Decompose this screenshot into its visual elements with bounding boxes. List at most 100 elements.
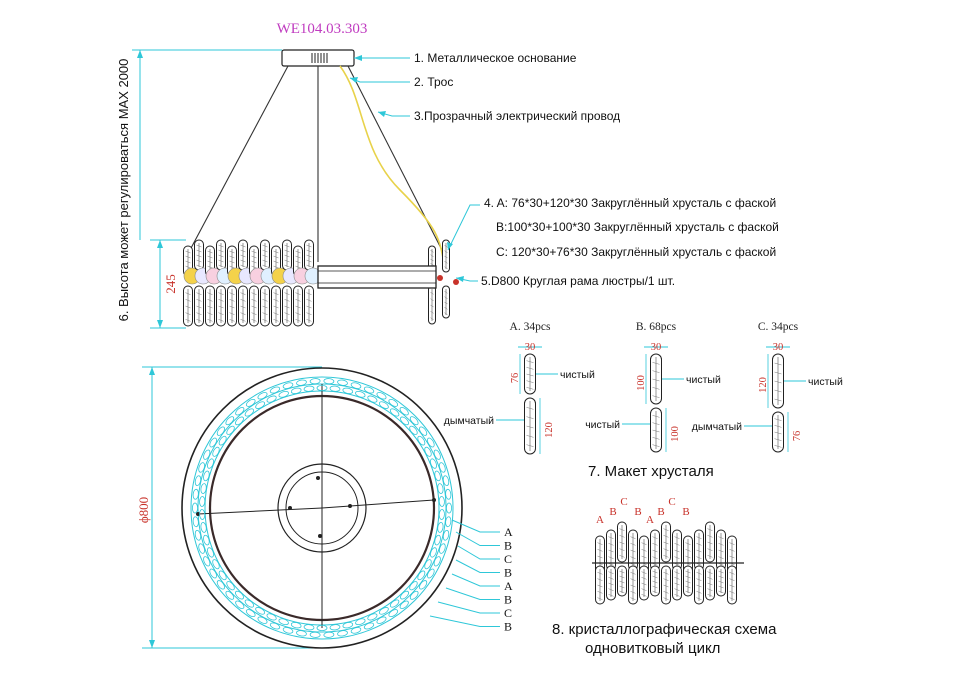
chain-link: [257, 616, 268, 624]
schema-crystal-bottom: [606, 565, 616, 601]
chain-link: [378, 607, 389, 615]
chain-link: [363, 386, 375, 394]
max-height-dimension: [132, 49, 282, 240]
chain-link: [433, 449, 441, 460]
crystal-bottom: [772, 411, 784, 453]
dia-arrow-bottom: [149, 640, 155, 648]
chain-link: [350, 382, 362, 389]
chain-link: [225, 416, 235, 426]
ring-top-view: [181, 367, 463, 649]
schema-label: C: [620, 496, 627, 508]
base-grille: [311, 53, 328, 63]
chain-link: [438, 496, 445, 507]
chain-link: [446, 502, 453, 514]
chain-link: [424, 559, 432, 570]
height-dimension: [150, 239, 186, 329]
crystal-pendant: [304, 285, 314, 327]
chain-link: [194, 529, 202, 541]
chain-link: [303, 624, 315, 631]
chain-link: [376, 392, 387, 400]
chain-link: [323, 631, 335, 638]
chain-link: [203, 534, 210, 546]
crystal-tint-label: чистый: [808, 376, 843, 388]
schema-crystal-bottom: [595, 565, 605, 605]
schema-crystal-top: [650, 529, 660, 571]
chain-link: [266, 613, 277, 621]
chain-link: [309, 378, 321, 385]
chain-link: [430, 547, 437, 558]
chain-link: [409, 590, 419, 600]
ring-crystal-chain: [191, 378, 453, 638]
crystal-pendant: [260, 285, 270, 327]
red-dot: [437, 275, 443, 281]
schema-crystal-bottom: [672, 565, 682, 601]
schema-crystal-bottom: [650, 565, 660, 597]
chain-link: [400, 416, 409, 426]
ring-label: C: [504, 606, 512, 620]
dim-value: 30: [525, 342, 536, 353]
schema-label: A: [596, 514, 604, 526]
ring-label: B: [504, 620, 512, 634]
chain-link: [257, 392, 268, 400]
chain-link: [226, 581, 235, 591]
chain-link: [417, 435, 426, 446]
dim-arrow-top: [157, 240, 163, 248]
crystal-title: B. 68pcs: [636, 321, 677, 333]
chain-link: [244, 408, 255, 417]
chain-link: [329, 385, 341, 392]
ring-label-leaders: [429, 519, 500, 627]
chain-link: [269, 386, 281, 394]
schema-crystal-top: [705, 521, 715, 563]
chain-link: [235, 416, 244, 426]
ring-label: C: [504, 552, 512, 566]
crystal-pendant: [227, 285, 237, 327]
chain-link: [192, 488, 199, 500]
crystal-tint-label: дымчатый: [444, 415, 494, 427]
chain-link: [235, 407, 245, 416]
crystal-top: [650, 353, 662, 405]
chain-link: [282, 382, 294, 389]
dim-arrow-bottom: [157, 320, 163, 328]
crystal-bottom: [650, 407, 662, 453]
callout-2: 2. Трос: [414, 75, 454, 89]
chain-link: [409, 416, 419, 426]
chain-link: [419, 580, 428, 590]
chain-link: [430, 458, 437, 469]
chain-link: [363, 622, 375, 630]
callout-8-line1: 8. кристаллографическая схема: [552, 621, 777, 638]
dim-value: 30: [773, 342, 784, 353]
chain-link: [212, 559, 220, 570]
chain-link: [437, 483, 444, 494]
chain-link: [255, 401, 266, 409]
chain-link: [199, 496, 206, 507]
dia-arrow-top: [149, 367, 155, 375]
chain-link: [437, 522, 444, 533]
chain-link: [439, 462, 446, 473]
chain-link: [389, 408, 400, 417]
crystal-pendant: [183, 285, 193, 327]
red-dot: [453, 279, 459, 285]
dim-value: 100: [636, 375, 647, 391]
chain-link: [209, 437, 217, 448]
dim-value: 76: [510, 373, 521, 384]
ring-label: B: [504, 539, 512, 553]
chain-link: [329, 624, 341, 631]
chain-link: [323, 378, 335, 385]
crystal-bottom: [524, 397, 536, 455]
chain-link: [290, 387, 302, 394]
schema-label: B: [634, 506, 641, 518]
chain-link: [255, 607, 266, 615]
schema-label: A: [646, 514, 654, 526]
schema-crystal-top: [672, 529, 682, 571]
chain-link: [212, 446, 220, 457]
callout-4c: C: 120*30+76*30 Закруглённый хрусталь с …: [496, 245, 777, 259]
crystal-pendant: [428, 285, 436, 325]
chain-link: [244, 599, 255, 608]
model-number: WE104.03.303: [277, 21, 368, 37]
chain-link: [278, 618, 289, 626]
chain-link: [266, 395, 277, 403]
schema-crystal-top: [617, 521, 627, 563]
